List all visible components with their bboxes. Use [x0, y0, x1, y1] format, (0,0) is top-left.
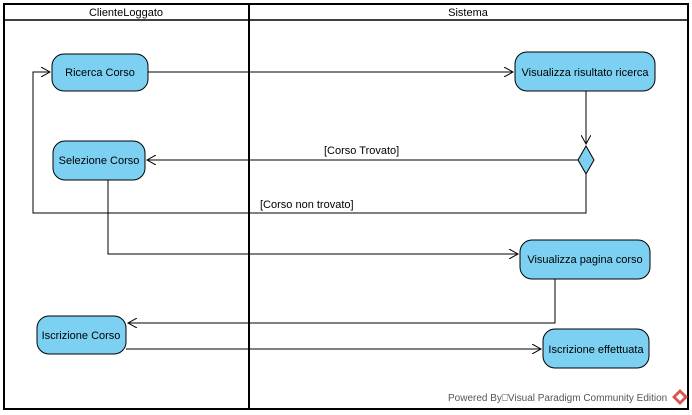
guard-corso-non-trovato: [Corso non trovato]: [260, 199, 354, 211]
action-label: Visualizza pagina corso: [527, 254, 642, 266]
action-label: Selezione Corso: [59, 155, 140, 167]
action-label: Ricerca Corso: [65, 67, 135, 79]
footer-powered-by: Powered By⎕Visual Paradigm Community Edi…: [448, 393, 667, 404]
action-label: Iscrizione effettuata: [548, 344, 644, 356]
action-label: Visualizza risultato ricerca: [522, 67, 650, 79]
flow-pagina-to-iscrizione: [128, 279, 556, 323]
lane-title-cliente: ClienteLoggato: [89, 7, 163, 19]
guard-corso-trovato: [Corso Trovato]: [324, 145, 399, 157]
action-iscrizione-corso[interactable]: Iscrizione Corso: [36, 315, 127, 355]
action-selezione-corso[interactable]: Selezione Corso: [52, 140, 146, 181]
action-visualizza-risultato[interactable]: Visualizza risultato ricerca: [514, 51, 656, 92]
action-label: Iscrizione Corso: [42, 330, 121, 342]
action-iscrizione-effettuata[interactable]: Iscrizione effettuata: [542, 328, 650, 369]
action-ricerca-corso[interactable]: Ricerca Corso: [51, 53, 149, 92]
action-visualizza-pagina[interactable]: Visualizza pagina corso: [519, 239, 651, 280]
flow-decision-to-ricerca: [32, 72, 587, 214]
flow-selezione-to-pagina: [107, 180, 518, 254]
lane-title-sistema: Sistema: [448, 7, 489, 19]
visual-paradigm-logo-icon: [672, 389, 688, 405]
